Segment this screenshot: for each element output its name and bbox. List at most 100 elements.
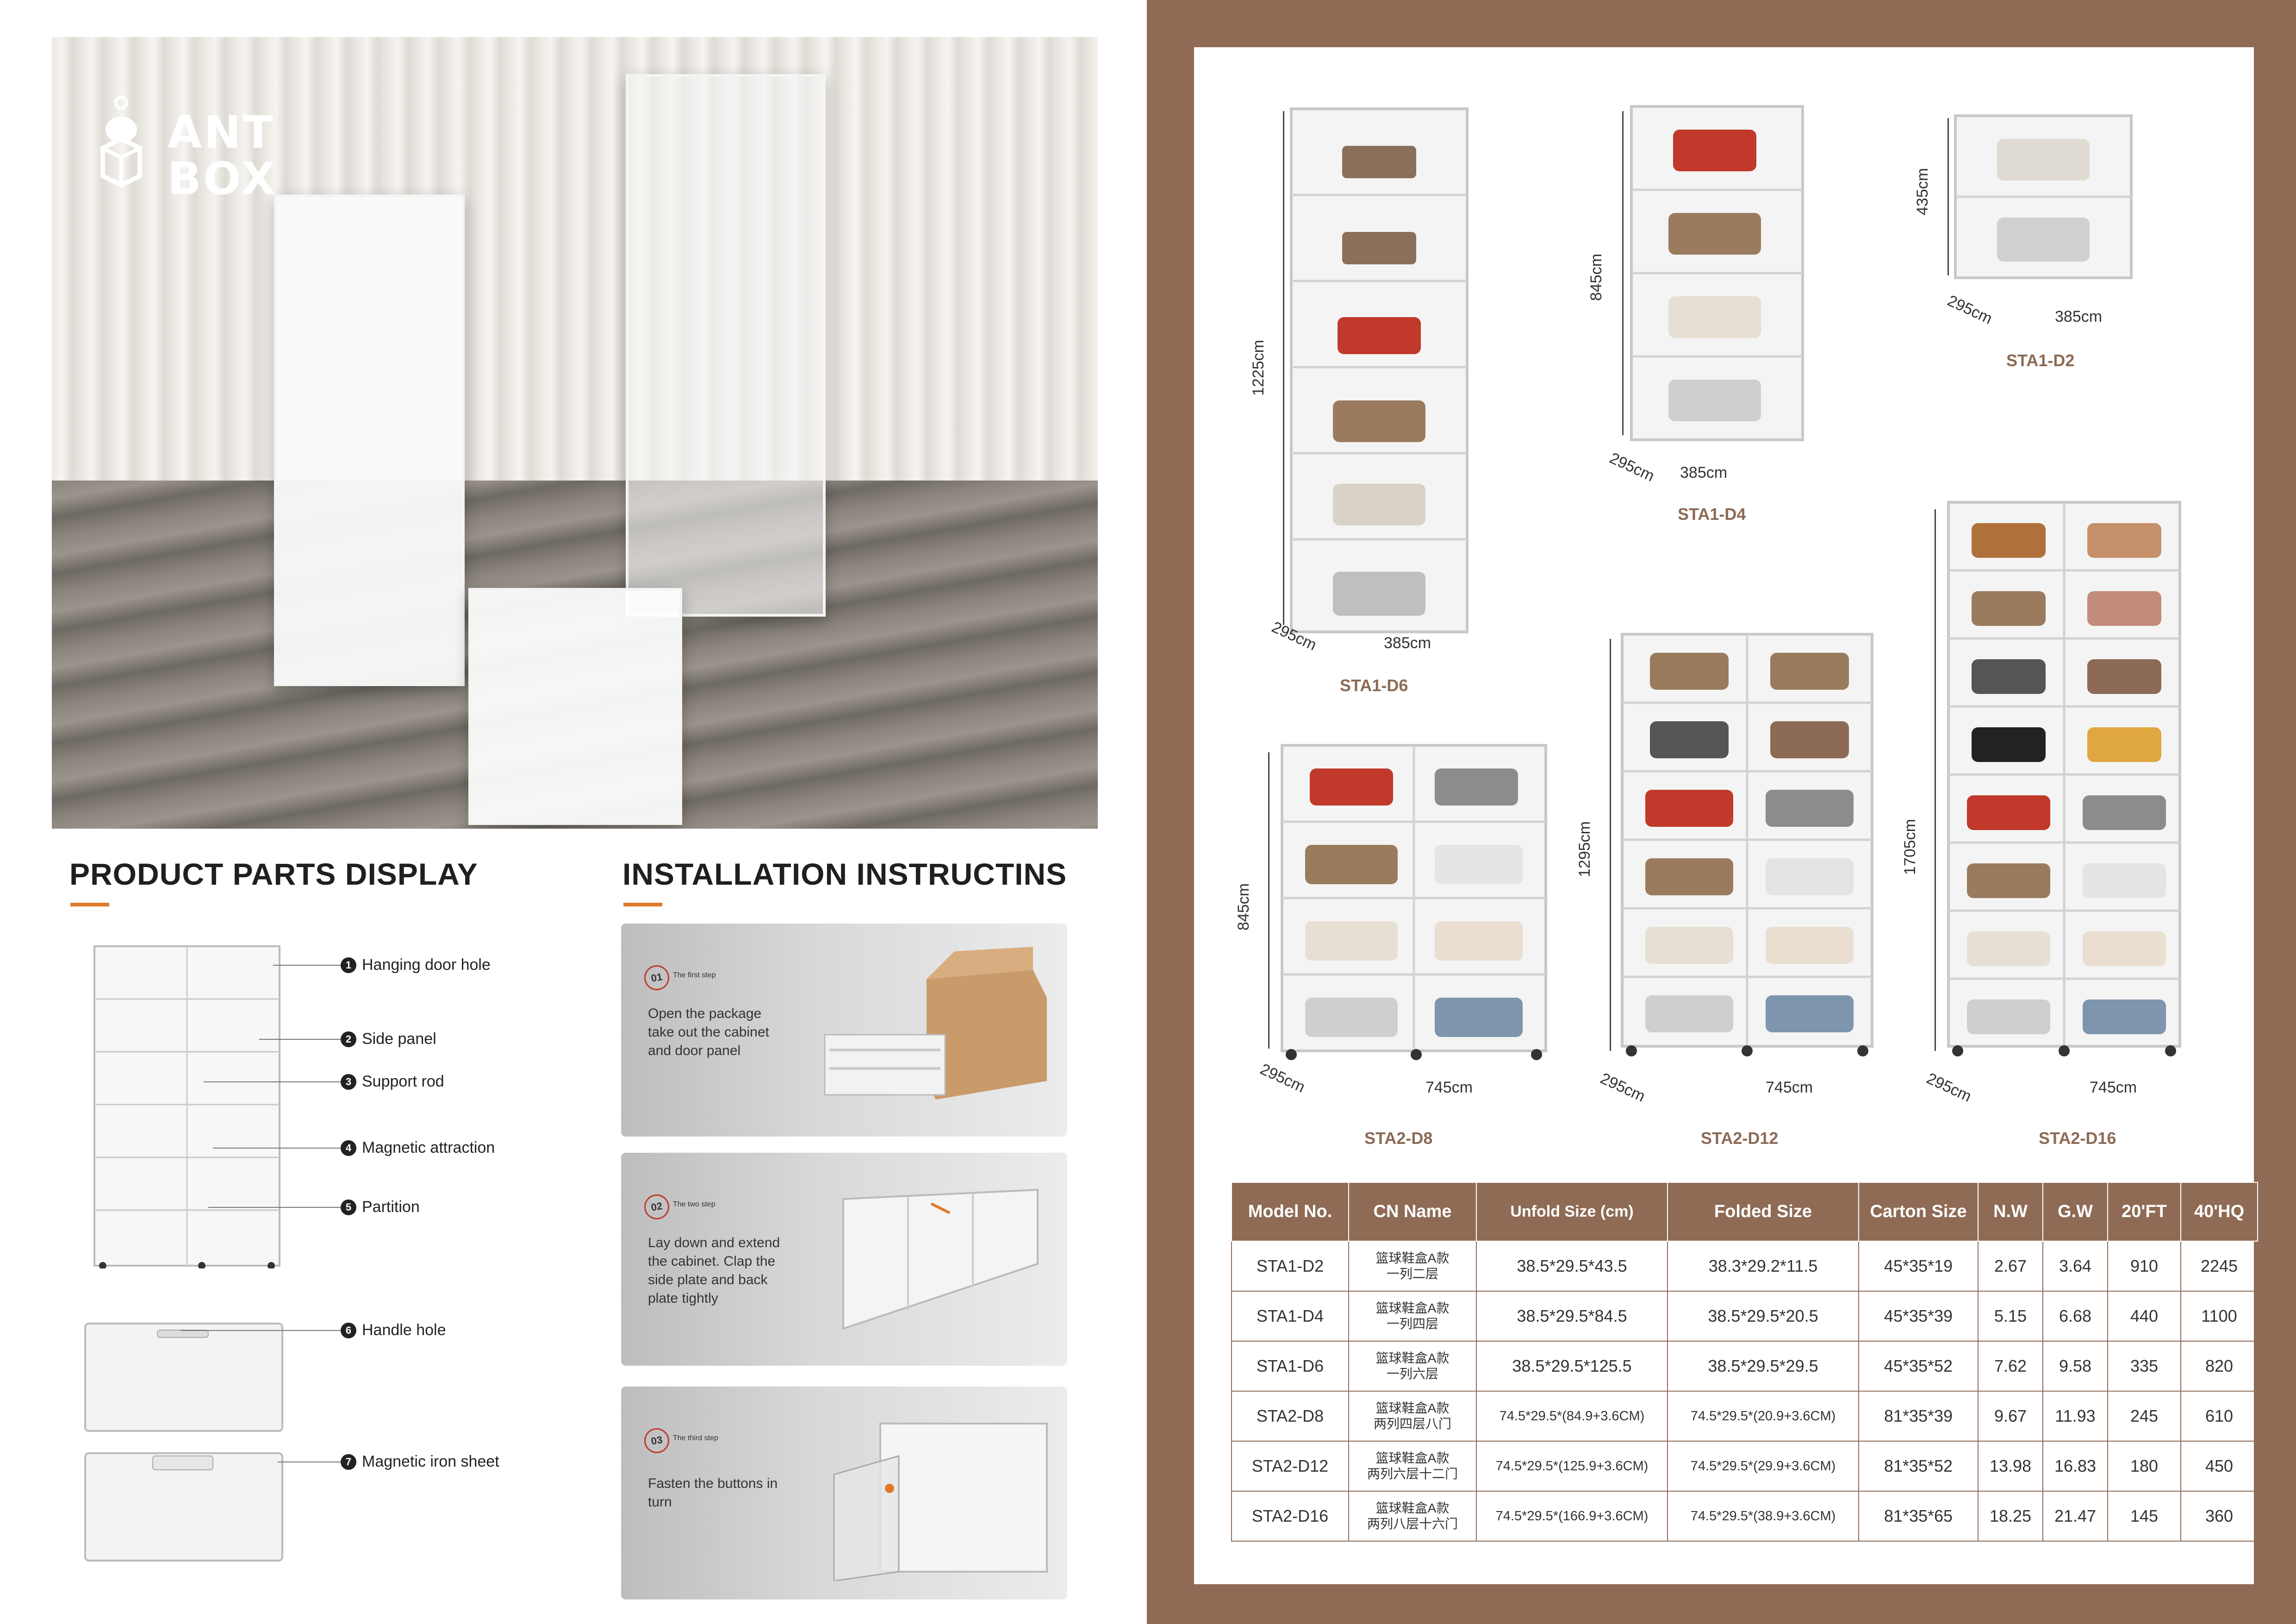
cell-carton-size: 81*35*39 — [1858, 1391, 1979, 1442]
table-row: STA2-D8 篮球鞋盒A款 两列四层八门 74.5*29.5*(84.9+3.… — [1231, 1391, 2258, 1442]
extend-cabinet-illustration — [842, 1188, 1039, 1330]
cell-nw: 13.98 — [1978, 1441, 2043, 1492]
cell-carton-size: 81*35*52 — [1858, 1441, 1979, 1492]
part-number-5: 5 — [341, 1199, 356, 1215]
cell-carton-size: 81*35*65 — [1858, 1491, 1979, 1542]
table-row: STA1-D2 篮球鞋盒A款 一列二层 38.5*29.5*43.5 38.3*… — [1231, 1241, 2258, 1292]
cell-20ft: 910 — [2107, 1241, 2181, 1292]
folded-cabinet-stack — [468, 588, 682, 825]
transparent-cabinet-tall — [626, 74, 826, 617]
step-label-2: The two step — [673, 1200, 716, 1208]
cell-gw: 6.68 — [2042, 1291, 2108, 1342]
table-row: STA2-D12 篮球鞋盒A款 两列六层十二门 74.5*29.5*(125.9… — [1231, 1441, 2258, 1492]
step-text-2: Lay down and extend the cabinet. Clap th… — [648, 1235, 780, 1306]
col-header-model: Model No. — [1231, 1182, 1349, 1242]
part-callout-4: 4 Magnetic attraction — [341, 1139, 495, 1157]
ant-box-logo-icon — [100, 96, 142, 188]
cell-cn-name: 篮球鞋盒A款 一列六层 — [1348, 1341, 1477, 1392]
door-panel-drawing-1 — [84, 1323, 283, 1432]
cell-unfold-size: 74.5*29.5*(166.9+3.6CM) — [1476, 1491, 1668, 1542]
brand-logo: ANT BOX — [93, 74, 275, 213]
cell-20ft: 440 — [2107, 1291, 2181, 1342]
col-header-cn-name: CN Name — [1348, 1182, 1477, 1242]
cell-cn-name: 篮球鞋盒A款 一列二层 — [1348, 1241, 1477, 1292]
cell-20ft: 145 — [2107, 1491, 2181, 1542]
cell-folded-size: 38.5*29.5*29.5 — [1667, 1341, 1859, 1392]
cell-unfold-size: 38.5*29.5*125.5 — [1476, 1341, 1668, 1392]
model-label-sta1-d4: STA1-D4 — [1678, 505, 1746, 524]
dim-width-sta2-d12: 745cm — [1766, 1079, 1813, 1096]
cell-model: STA2-D8 — [1231, 1391, 1349, 1442]
cell-40hq: 360 — [2180, 1491, 2258, 1542]
dim-width-sta1-d6: 385cm — [1384, 634, 1431, 652]
dim-width-sta1-d2: 385cm — [2055, 308, 2103, 325]
dim-line-sta2-d16-height — [1935, 509, 1936, 1051]
cell-unfold-size: 74.5*29.5*(84.9+3.6CM) — [1476, 1391, 1668, 1442]
col-header-20ft: 20'FT — [2107, 1182, 2181, 1242]
model-label-sta2-d16: STA2-D16 — [2039, 1129, 2116, 1148]
cell-nw: 18.25 — [1978, 1491, 2043, 1542]
cell-nw: 2.67 — [1978, 1241, 2043, 1292]
leader-line-6 — [180, 1330, 342, 1331]
model-label-sta2-d8: STA2-D8 — [1364, 1129, 1433, 1148]
cell-unfold-size: 38.5*29.5*84.5 — [1476, 1291, 1668, 1342]
cell-carton-size: 45*35*19 — [1858, 1241, 1979, 1292]
part-label-6: Handle hole — [362, 1321, 446, 1339]
cell-nw: 7.62 — [1978, 1341, 2043, 1392]
cell-20ft: 245 — [2107, 1391, 2181, 1442]
curtain-background — [52, 37, 1098, 496]
dim-height-sta2-d16: 1705cm — [1901, 819, 1919, 875]
leader-line-3 — [204, 1081, 342, 1082]
part-label-7: Magnetic iron sheet — [362, 1453, 499, 1470]
dim-line-sta2-d8-height — [1268, 752, 1269, 1049]
leader-line-4 — [213, 1148, 342, 1149]
install-step-2: 02 The two step Lay down and extend the … — [621, 1153, 1067, 1366]
leader-line-1 — [273, 965, 342, 966]
part-number-4: 4 — [341, 1140, 356, 1156]
part-number-3: 3 — [341, 1074, 356, 1090]
parts-display-title: PRODUCT PARTS DISPLAY — [69, 857, 478, 891]
col-header-40hq: 40'HQ — [2180, 1182, 2258, 1242]
cell-cn-name: 篮球鞋盒A款 一列四层 — [1348, 1291, 1477, 1342]
cell-cn-name: 篮球鞋盒A款 两列六层十二门 — [1348, 1441, 1477, 1492]
parts-title-underline — [70, 903, 109, 906]
cell-model: STA1-D4 — [1231, 1291, 1349, 1342]
dim-height-sta1-d4: 845cm — [1587, 253, 1605, 301]
product-image-sta2-d16 — [1947, 501, 2181, 1056]
dim-width-sta2-d16: 745cm — [2090, 1079, 2137, 1096]
cell-gw: 21.47 — [2042, 1491, 2108, 1542]
part-label-2: Side panel — [362, 1030, 436, 1048]
product-image-sta1-d4 — [1630, 105, 1804, 441]
part-label-4: Magnetic attraction — [362, 1139, 495, 1156]
product-image-sta1-d2 — [1954, 114, 2133, 279]
cabinet-parts-drawing — [93, 945, 280, 1268]
cell-gw: 16.83 — [2042, 1441, 2108, 1492]
step-number-badge-2: 02 — [642, 1192, 672, 1222]
col-header-gw: G.W — [2042, 1182, 2108, 1242]
cell-gw: 3.64 — [2042, 1241, 2108, 1292]
cell-40hq: 610 — [2180, 1391, 2258, 1442]
dim-line-sta2-d12-height — [1610, 639, 1611, 1051]
cell-gw: 9.58 — [2042, 1341, 2108, 1392]
cell-40hq: 450 — [2180, 1441, 2258, 1492]
product-image-sta2-d12 — [1621, 633, 1873, 1056]
install-step-3: 03 The third step Fasten the buttons in … — [621, 1387, 1067, 1599]
step-label-1: The first step — [673, 971, 716, 979]
installation-title-underline — [623, 903, 662, 906]
col-header-unfold-size: Unfold Size (cm) — [1476, 1182, 1668, 1242]
spec-table: Model No. CN Name Unfold Size (cm) Folde… — [1231, 1182, 2258, 1542]
col-header-nw: N.W — [1978, 1182, 2043, 1242]
dim-line-sta1-d6-height — [1283, 111, 1284, 625]
cell-gw: 11.93 — [2042, 1391, 2108, 1442]
cell-folded-size: 74.5*29.5*(38.9+3.6CM) — [1667, 1491, 1859, 1542]
dim-width-sta1-d4: 385cm — [1680, 464, 1728, 481]
part-number-2: 2 — [341, 1031, 356, 1047]
installation-title: INSTALLATION INSTRUCTINS — [622, 857, 1067, 891]
cell-model: STA2-D16 — [1231, 1491, 1349, 1542]
part-label-5: Partition — [362, 1198, 420, 1216]
part-callout-2: 2 Side panel — [341, 1030, 436, 1048]
